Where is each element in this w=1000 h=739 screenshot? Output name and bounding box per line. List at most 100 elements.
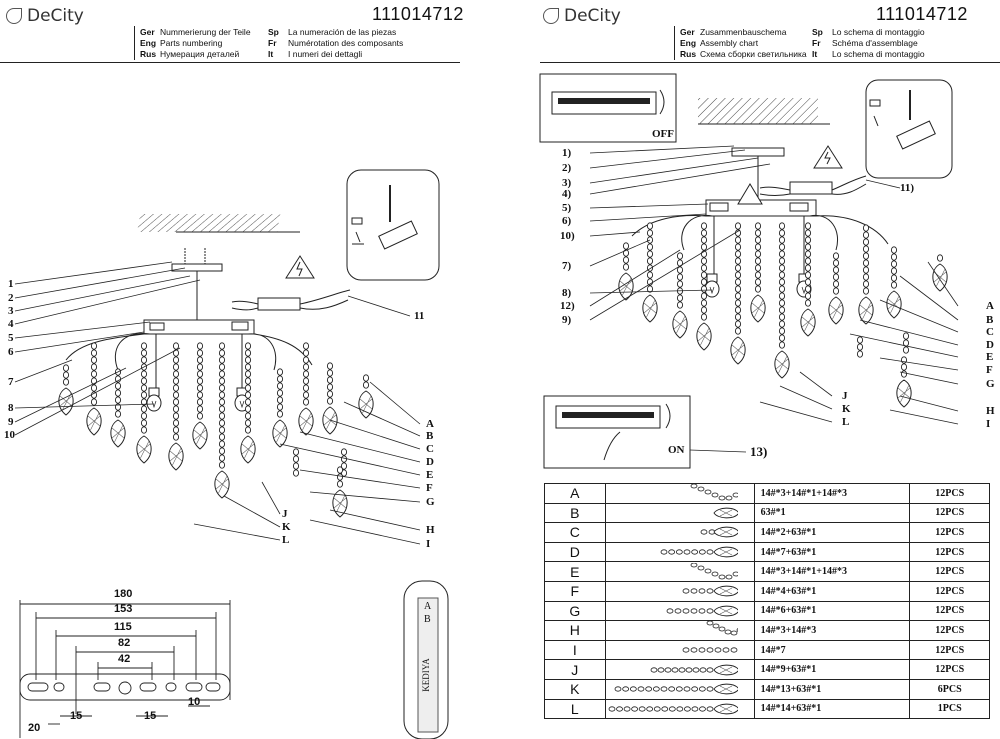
part-illustration (604, 620, 755, 641)
part-illustration (604, 522, 755, 543)
dim-153: 153 (114, 603, 133, 615)
part-letter: H (544, 620, 606, 641)
crystal-bead (754, 250, 762, 258)
crystal-bead (196, 405, 204, 413)
crystal-bead (832, 252, 840, 260)
crystal-bead (172, 356, 180, 364)
dim-15b: 15 (144, 710, 157, 722)
crystal-bead (804, 236, 812, 244)
crystal-bead (90, 384, 98, 392)
crystal-bead (646, 229, 654, 237)
letter-L: L (282, 534, 290, 546)
crystal-bead (778, 229, 786, 237)
crystal-bead (754, 236, 762, 244)
crystal-bead (172, 419, 180, 427)
crystal-bead (196, 384, 204, 392)
crystal-bead (734, 264, 742, 272)
callout-7: 7 (8, 376, 14, 388)
crystal-bead (734, 236, 742, 244)
crystal-bead (804, 257, 812, 265)
crystal-bead (936, 254, 944, 262)
crystal-bead (622, 242, 630, 250)
crystal-bead (292, 462, 300, 470)
crystal-bead (754, 222, 762, 230)
part-spec: 14#*2+63#*1 (753, 522, 911, 543)
logo-icon (543, 8, 559, 24)
crystal-drop (214, 470, 230, 499)
r-callout-12: 12) (560, 300, 575, 312)
crystal-drop (896, 379, 912, 408)
part-shape (660, 546, 738, 558)
part-quantity: 12PCS (909, 600, 990, 622)
crystal-bead (862, 245, 870, 253)
crystal-bead (172, 370, 180, 378)
crystal-drop (86, 407, 102, 436)
crystal-bead (90, 398, 98, 406)
crystal-bead (292, 455, 300, 463)
part-spec: 14#*7 (753, 639, 911, 661)
part-illustration (604, 678, 755, 700)
crystal-bead (902, 346, 910, 354)
part-spec: 14#*3+14#*1+14#*3 (753, 483, 911, 504)
crystal-bead (140, 426, 148, 434)
crystal-bead (140, 384, 148, 392)
callout-3: 3 (8, 305, 14, 317)
part-shape (700, 527, 738, 538)
part-illustration (604, 580, 755, 602)
crystal-bead (218, 412, 226, 420)
crystal-bead (646, 271, 654, 279)
crystal-bead (734, 250, 742, 258)
brand-logo-right: DeCity (543, 6, 621, 26)
r-letter-H: H (986, 405, 995, 417)
crystal-bead (754, 243, 762, 251)
r-callout-10: 10) (560, 230, 575, 242)
crystal-bead (778, 292, 786, 300)
part-quantity: 12PCS (909, 561, 990, 582)
part-letter: D (544, 541, 606, 563)
r-callout-8: 8) (562, 287, 572, 299)
r-letter-F: F (986, 364, 993, 376)
crystal-bead (244, 377, 252, 385)
crystal-bead (362, 381, 370, 389)
crystal-bead (196, 356, 204, 364)
part-letter: I (544, 639, 606, 661)
crystal-drop (672, 310, 688, 339)
part-shape (706, 621, 738, 636)
crystal-bead (196, 391, 204, 399)
crystal-bead (734, 222, 742, 230)
part-shape (712, 507, 738, 519)
crystal-bead (276, 389, 284, 397)
crystal-bead (902, 332, 910, 340)
crystal-bead (778, 278, 786, 286)
crystal-bead (734, 257, 742, 265)
crystal-bead (90, 349, 98, 357)
part-shape (682, 647, 737, 653)
article-number-right: 111014712 (876, 4, 968, 24)
part-shape (690, 562, 738, 580)
crystal-bead (700, 306, 708, 314)
part-illustration (604, 600, 755, 622)
part-shape (614, 683, 738, 695)
crystal-bead (62, 371, 70, 379)
crystal-drop (332, 489, 348, 518)
crystal-bead (700, 257, 708, 265)
crystal-bead (244, 342, 252, 350)
crystal-bead (172, 391, 180, 399)
part-letter: J (544, 659, 606, 680)
r-callout-7: 7) (562, 260, 572, 272)
crystal-bead (196, 370, 204, 378)
crystal-bead (218, 405, 226, 413)
crystal-drop (730, 336, 746, 365)
crystal-bead (890, 246, 898, 254)
crystal-bead (754, 229, 762, 237)
crystal-bead (700, 236, 708, 244)
crystal-bead (140, 405, 148, 413)
callout-10: 10 (4, 429, 15, 441)
crystal-bead (196, 349, 204, 357)
dim-20: 20 (28, 722, 41, 734)
callout-9: 9 (8, 416, 14, 428)
